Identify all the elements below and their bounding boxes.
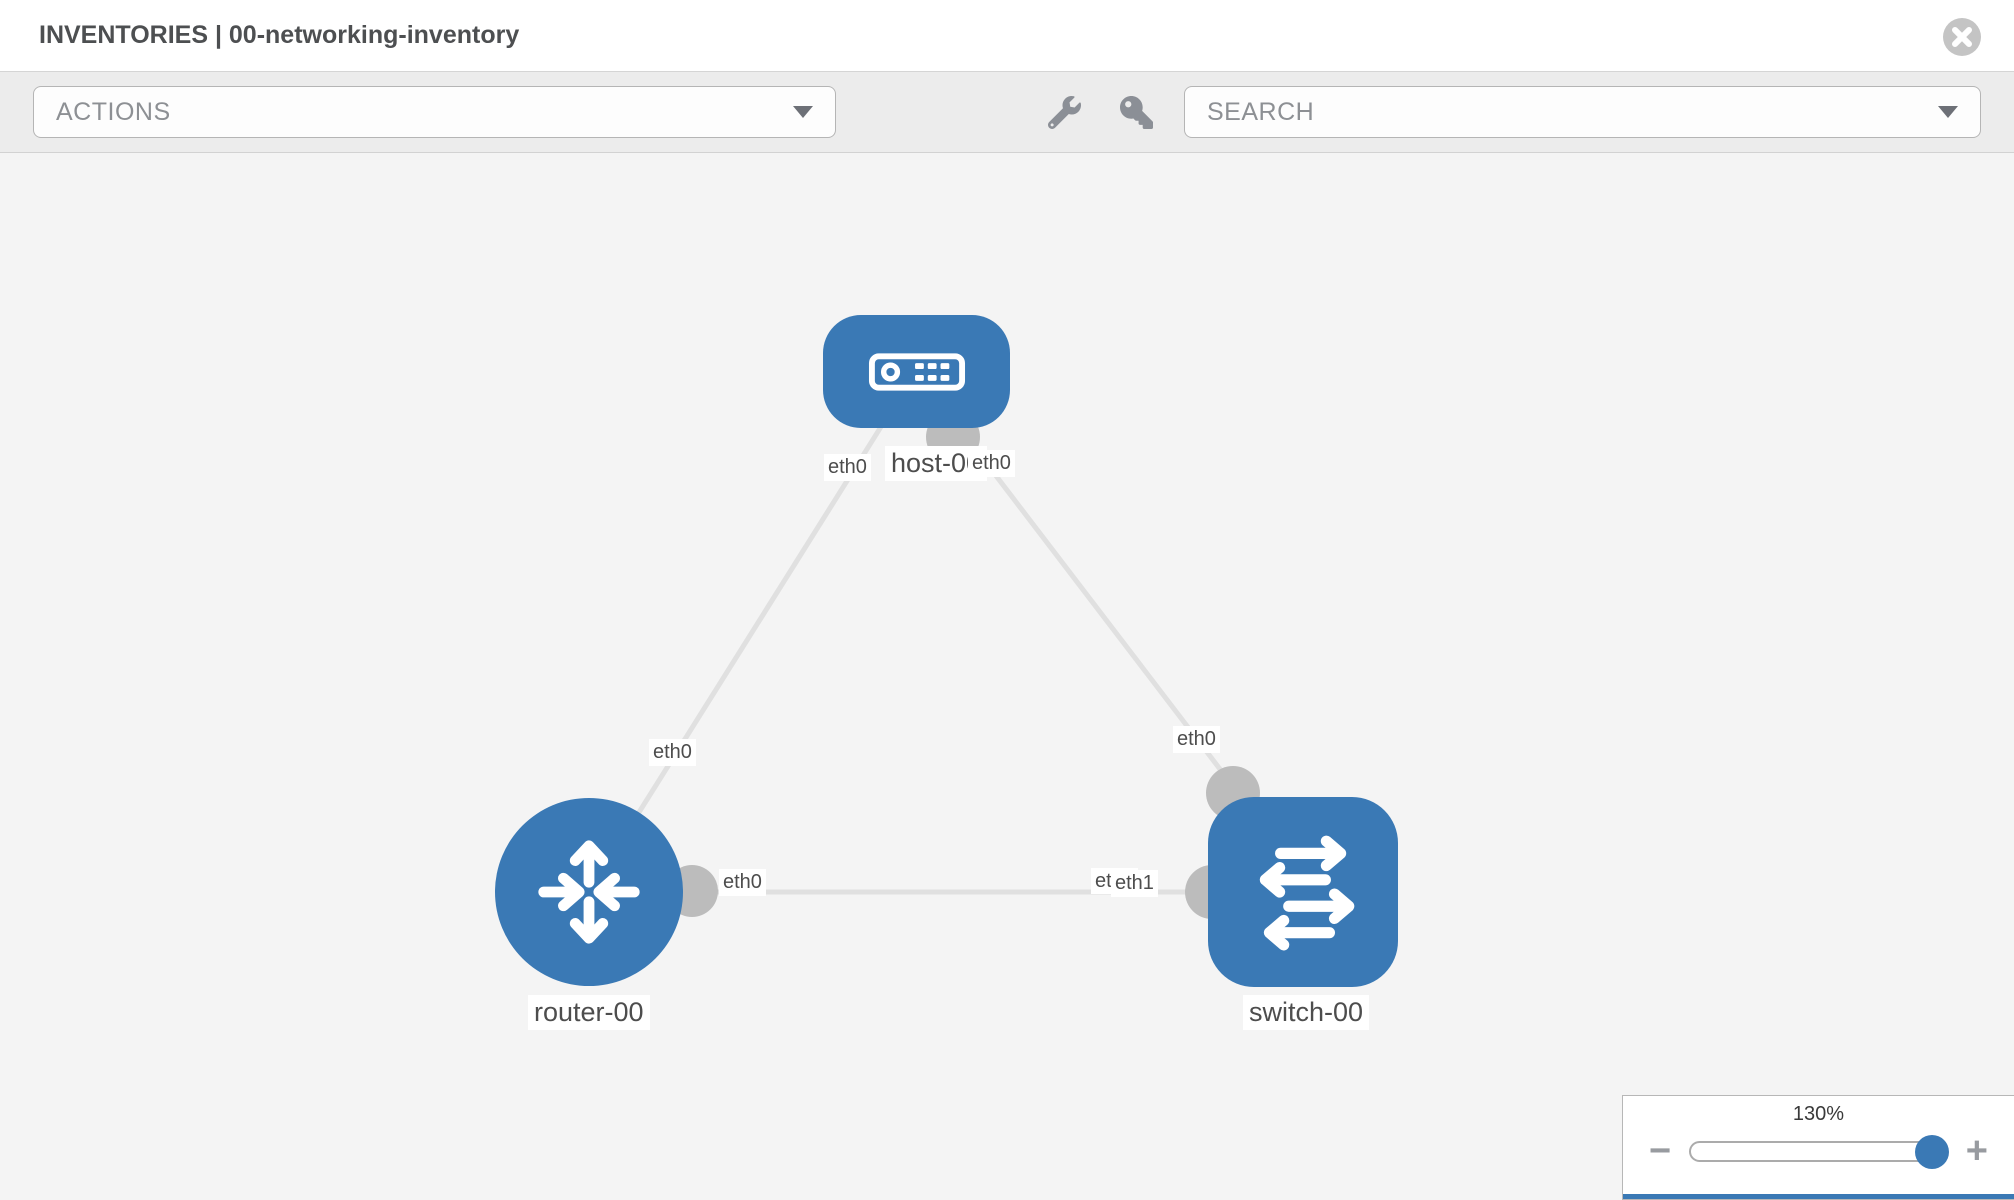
node-host-00[interactable] (823, 315, 1010, 428)
search-dropdown[interactable]: SEARCH (1184, 86, 1981, 138)
actions-dropdown[interactable]: ACTIONS (33, 86, 836, 138)
header: INVENTORIES | 00-networking-inventory (0, 0, 2014, 72)
page-title: INVENTORIES | 00-networking-inventory (39, 21, 520, 49)
links-layer (586, 369, 1303, 919)
zoom-in-button[interactable]: + (1960, 1132, 1994, 1170)
interface-label-eth1-over: eth1 (1111, 870, 1158, 897)
toolbar: ACTIONS SEARCH (0, 72, 2014, 153)
node-router-00[interactable] (495, 798, 683, 986)
chevron-down-icon (793, 106, 813, 118)
interface-label-host-to-router: eth0 (824, 454, 871, 481)
zoom-out-button[interactable]: − (1643, 1132, 1677, 1170)
zoom-slider-row: − + (1623, 1132, 2014, 1170)
node-label-switch: switch-00 (1243, 995, 1370, 1031)
interface-labels-switch-to-router: eth0 eth1 (1091, 868, 1158, 897)
node-switch-00[interactable] (1208, 797, 1398, 987)
search-dropdown-label: SEARCH (1207, 97, 1315, 126)
switch-arrows-icon (1259, 835, 1355, 951)
interface-label-switch-to-host: eth0 (1173, 726, 1220, 753)
zoom-slider[interactable] (1689, 1134, 1950, 1169)
wrench-icon (1047, 95, 1081, 129)
topology-canvas[interactable]: host-00 router-00 switch-00 eth0 eth0 et… (0, 153, 2014, 1199)
zoom-level-value: 130% (1792, 1103, 1845, 1125)
actions-dropdown-label: ACTIONS (56, 97, 171, 126)
interface-label-host-to-switch: eth0 (968, 450, 1015, 477)
interface-label-router-to-host: eth0 (649, 739, 696, 766)
tools-button[interactable] (1046, 94, 1082, 130)
interface-label-router-to-switch: eth0 (719, 869, 766, 896)
credentials-button[interactable] (1118, 94, 1154, 130)
zoom-panel: 130% − + (1622, 1095, 2014, 1200)
close-icon (1952, 27, 1972, 47)
node-label-router: router-00 (528, 995, 650, 1031)
zoom-panel-accent-bar (1623, 1194, 2014, 1199)
toolbar-icons (1046, 94, 1154, 130)
close-button[interactable] (1943, 18, 1981, 56)
key-icon (1119, 95, 1153, 129)
router-arrows-icon (538, 840, 640, 944)
chevron-down-icon (1938, 106, 1958, 118)
zoom-slider-thumb[interactable] (1915, 1134, 1950, 1169)
host-device-icon (868, 352, 965, 391)
